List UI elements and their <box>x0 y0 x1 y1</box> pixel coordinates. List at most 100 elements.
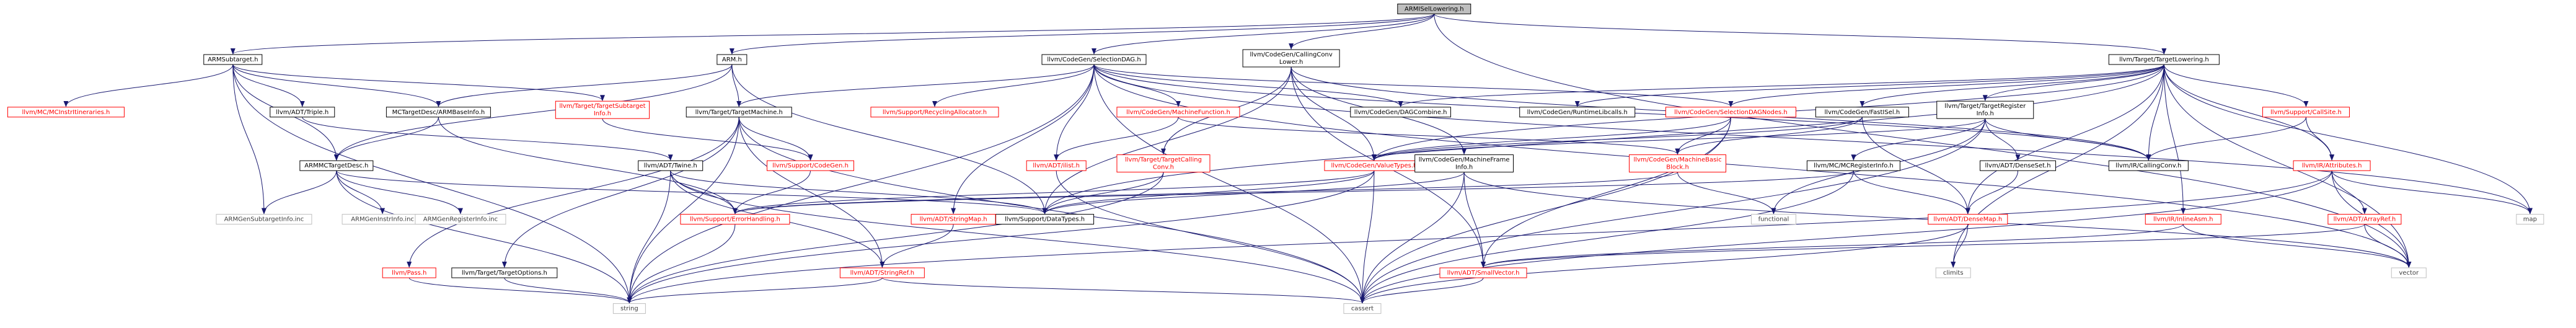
node-box-machinebasicblock <box>1629 154 1727 173</box>
node-densetset[interactable]: llvm/ADT/DenseSet.h <box>1980 160 2057 171</box>
node-callingconv[interactable]: llvm/IR/CallingConv.h <box>2108 160 2189 171</box>
node-box-targetoptions <box>451 267 558 278</box>
node-label-valuetypes: llvm/CodeGen/ValueTypes.h <box>1331 162 1417 169</box>
node-datatypes[interactable]: llvm/Support/DataTypes.h <box>995 214 1095 225</box>
node-fastisel[interactable]: llvm/CodeGen/FastISel.h <box>1815 107 1909 118</box>
node-label-callingconvlower-line-1: Lower.h <box>1279 59 1303 66</box>
node-label-machinebasicblock-line-1: Block.h <box>1666 164 1689 171</box>
node-stringref[interactable]: llvm/ADT/StringRef.h <box>839 267 925 278</box>
edge-machinefunction-to-machinebasicblock <box>1178 117 1680 155</box>
node-ilist[interactable]: llvm/ADT/ilist.h <box>1026 160 1087 171</box>
edge-root-to-selectiondag <box>1092 14 1435 55</box>
node-machinefunction[interactable]: llvm/CodeGen/MachineFunction.h <box>1116 107 1240 118</box>
node-armh[interactable]: ARM.h <box>717 54 748 65</box>
node-codegen[interactable]: llvm/Support/CodeGen.h <box>766 160 854 171</box>
node-recyclingallocator[interactable]: llvm/Support/RecyclingAllocator.h <box>870 107 999 118</box>
edge-inlineasm-to-vector <box>2182 224 2412 268</box>
edge-armmctargetdesc-to-armgeninstrinfo <box>336 171 386 215</box>
node-densemap[interactable]: llvm/ADT/DenseMap.h <box>1928 214 2008 225</box>
node-selectiondagnodes[interactable]: llvm/CodeGen/SelectionDAGNodes.h <box>1665 107 1796 118</box>
node-box-fastisel <box>1815 107 1909 118</box>
node-targetoptions[interactable]: llvm/Target/TargetOptions.h <box>451 267 558 278</box>
node-box-runtimelibcalls <box>1519 107 1636 118</box>
node-box-root <box>1397 3 1471 14</box>
edge-targetmachine-to-pass <box>407 117 739 268</box>
node-label-dagcombine: llvm/CodeGen/DAGCombine.h <box>1354 109 1447 116</box>
edge-armsubtarget-to-armbaseinfo <box>232 64 441 107</box>
edge-targetcallingconv-to-datatypes <box>1042 172 1164 215</box>
node-armsubtarget[interactable]: ARMSubtarget.h <box>203 54 263 65</box>
edge-attributes-to-string <box>627 171 2332 304</box>
node-targetmachine[interactable]: llvm/Target/TargetMachine.h <box>686 107 792 118</box>
node-box-functional <box>1750 214 1796 225</box>
edge-targetcallingconv-to-string <box>627 172 1164 304</box>
node-label-triple: llvm/ADT/Triple.h <box>276 109 329 116</box>
node-box-cassert <box>1343 303 1382 314</box>
node-pass[interactable]: llvm/Pass.h <box>382 267 436 278</box>
node-armmctargetdesc[interactable]: ARMMCTargetDesc.h <box>299 160 374 171</box>
node-root[interactable]: ARMISelLowering.h <box>1397 3 1471 14</box>
node-label-targetmachine: llvm/Target/TargetMachine.h <box>695 109 783 116</box>
node-label-callingconvlower-line-0: llvm/CodeGen/CallingConv <box>1250 51 1332 58</box>
node-targetlowering[interactable]: llvm/Target/TargetLowering.h <box>2108 54 2220 65</box>
node-inlineasm[interactable]: llvm/IR/InlineAsm.h <box>2145 214 2221 225</box>
node-label-selectiondag: llvm/CodeGen/SelectionDAG.h <box>1047 56 1140 63</box>
node-callsite[interactable]: llvm/Support/CallSite.h <box>2262 107 2350 118</box>
edge-twine-to-datatypes <box>670 171 1048 215</box>
edge-mcregisterinfo-to-cassert <box>1360 171 1854 304</box>
node-mcinstritineraries[interactable]: llvm/MC/MCInstrItineraries.h <box>7 107 125 118</box>
node-armgeninstrinfo: ARMGenInstrInfo.inc <box>342 214 423 225</box>
node-box-mcregisterinfo <box>1806 160 1900 171</box>
node-label-targetlowering: llvm/Target/TargetLowering.h <box>2119 56 2209 63</box>
edge-armsubtarget-to-mcinstritineraries <box>63 64 234 107</box>
node-label-armh: ARM.h <box>722 56 742 63</box>
node-cassert: cassert <box>1343 303 1382 314</box>
node-box-callingconvlower <box>1242 49 1340 68</box>
node-twine[interactable]: llvm/ADT/Twine.h <box>638 160 704 171</box>
node-runtimelibcalls[interactable]: llvm/CodeGen/RuntimeLibcalls.h <box>1519 107 1636 118</box>
node-box-codegen <box>766 160 854 171</box>
node-label-attributes: llvm/IR/Attributes.h <box>2302 162 2362 169</box>
node-label-targetoptions: llvm/Target/TargetOptions.h <box>462 270 547 277</box>
edge-targetregisterinfo-to-valuetypes <box>1372 118 1986 161</box>
edge-valuetypes-to-cassert <box>1359 171 1375 304</box>
node-label-callingconv: llvm/IR/CallingConv.h <box>2115 162 2181 169</box>
node-label-smallvector: llvm/ADT/SmallVector.h <box>1447 270 1520 277</box>
node-arrayref[interactable]: llvm/ADT/ArrayRef.h <box>2327 214 2402 225</box>
node-box-targetregisterinfo <box>1936 100 2034 119</box>
node-armgensubtargetinfo: ARMGenSubtargetInfo.inc <box>216 214 312 225</box>
edge-valuetypes-to-errorhandling <box>733 170 1375 215</box>
edge-armsubtarget-to-triple <box>232 64 305 107</box>
edge-fastisel-to-densemap <box>1861 117 1970 215</box>
edge-armh-to-armmctargetdesc <box>333 64 733 161</box>
node-stringmap[interactable]: llvm/ADT/StringMap.h <box>911 214 996 225</box>
node-box-armgensubtargetinfo <box>216 214 312 225</box>
node-mcregisterinfo[interactable]: llvm/MC/MCRegisterInfo.h <box>1806 160 1900 171</box>
edge-machineframeinfo-to-smallvector <box>1463 172 1486 268</box>
edge-targetregisterinfo-to-densetset <box>1985 118 2021 161</box>
node-dagcombine[interactable]: llvm/CodeGen/DAGCombine.h <box>1350 107 1452 118</box>
node-valuetypes[interactable]: llvm/CodeGen/ValueTypes.h <box>1324 160 1424 171</box>
node-smallvector[interactable]: llvm/ADT/SmallVector.h <box>1439 267 1527 278</box>
node-attributes[interactable]: llvm/IR/Attributes.h <box>2293 160 2371 171</box>
edge-selectiondag-to-stringmap <box>951 64 1095 215</box>
edge-targetregisterinfo-to-callingconv <box>1985 118 2151 161</box>
node-triple[interactable]: llvm/ADT/Triple.h <box>270 107 335 118</box>
node-label-selectiondagnodes: llvm/CodeGen/SelectionDAGNodes.h <box>1674 109 1788 116</box>
node-box-densetset <box>1980 160 2057 171</box>
edge-attributes-to-arrayref <box>2331 171 2367 215</box>
node-box-dagcombine <box>1350 107 1452 118</box>
node-errorhandling[interactable]: llvm/Support/ErrorHandling.h <box>680 214 790 225</box>
node-label-armbaseinfo: MCTargetDesc/ARMBaseInfo.h <box>392 109 485 116</box>
node-selectiondag[interactable]: llvm/CodeGen/SelectionDAG.h <box>1041 54 1147 65</box>
node-label-vector: vector <box>2399 270 2419 277</box>
node-armbaseinfo[interactable]: MCTargetDesc/ARMBaseInfo.h <box>386 107 491 118</box>
